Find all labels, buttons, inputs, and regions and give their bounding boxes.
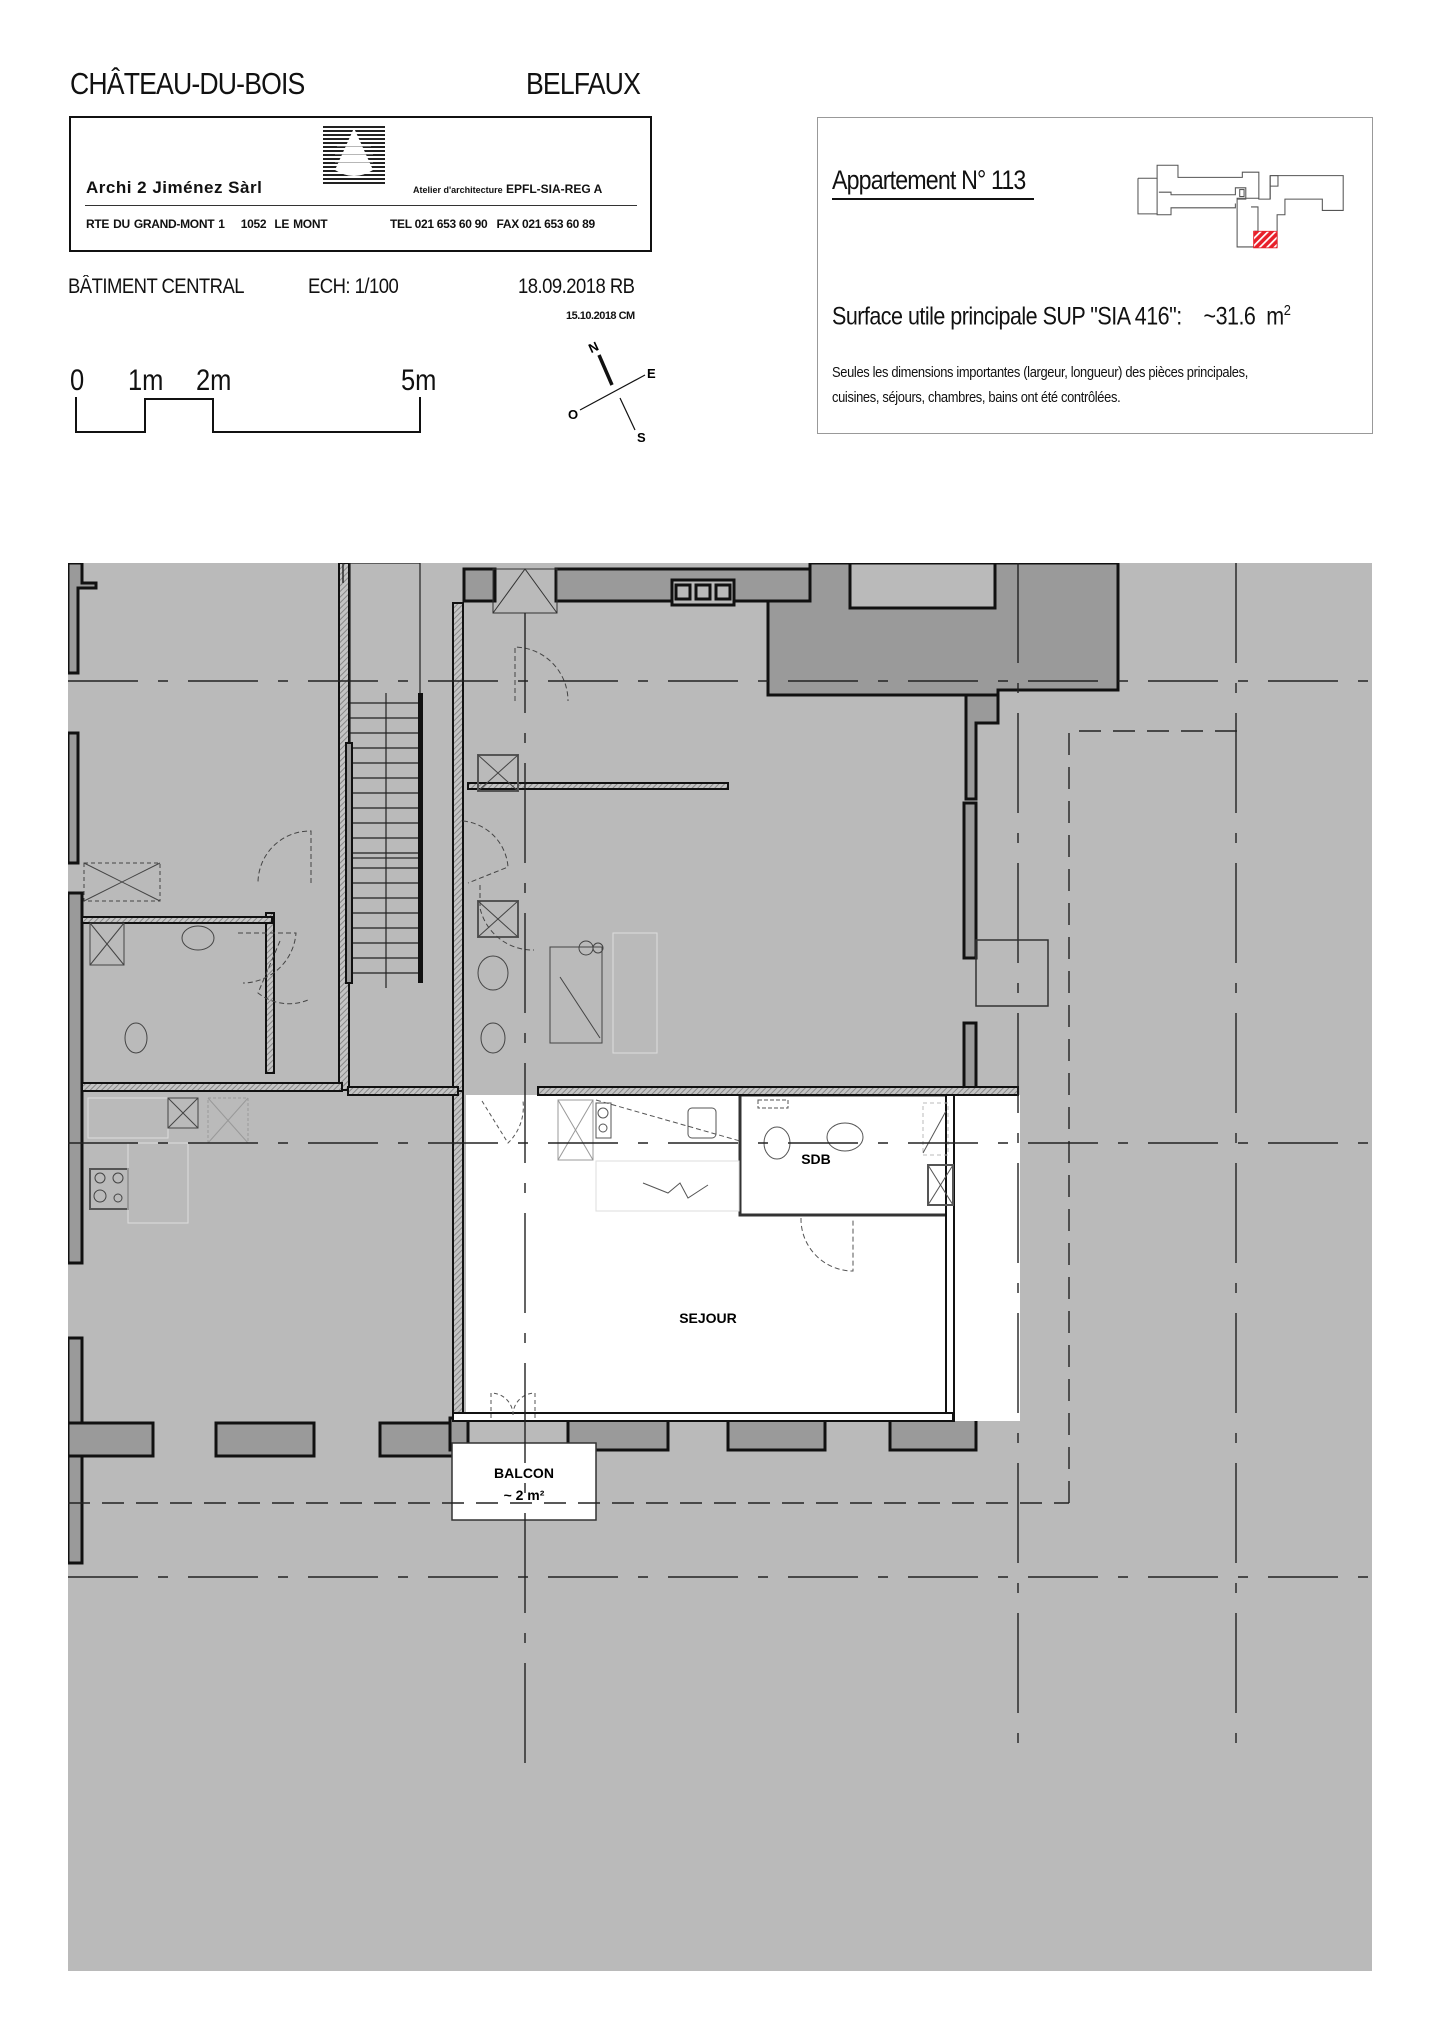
firm-atelier: Atelier d'architecture EPFL-SIA-REG A — [413, 182, 602, 196]
room-label-balcon-area: ~ 2 m² — [504, 1487, 545, 1503]
firm-divider — [85, 205, 637, 206]
apartment-title-underline — [832, 198, 1034, 200]
firm-name: Archi 2 Jiménez Sàrl — [86, 178, 263, 197]
scale-label-2m: 2m — [196, 364, 232, 397]
project-title: CHÂTEAU-DU-BOIS — [70, 66, 305, 101]
key-plan-thumbnail — [1137, 164, 1344, 249]
surface-line: Surface utile principale SUP "SIA 416": … — [832, 302, 1291, 331]
firm-cartouche — [69, 116, 652, 252]
firm-atelier-prefix: Atelier d'architecture — [413, 185, 503, 195]
room-label-sdb: SDB — [801, 1151, 831, 1167]
dimensions-note: Seules les dimensions importantes (large… — [832, 360, 1248, 410]
scale-label-1m: 1m — [128, 364, 164, 397]
drawing-date: 18.09.2018 RB — [518, 275, 635, 298]
room-balcon — [451, 1442, 597, 1521]
room-label-balcon: BALCON — [494, 1465, 554, 1481]
room-sdb — [738, 1093, 954, 1217]
scale-label-5m: 5m — [401, 364, 437, 397]
compass-east-label: E — [647, 366, 656, 381]
firm-phone-fax: TEL 021 653 60 90 FAX 021 653 60 89 — [390, 217, 595, 231]
surface-label: Surface utile principale SUP "SIA 416": — [832, 302, 1182, 331]
note-line-1: Seules les dimensions importantes (large… — [832, 364, 1248, 381]
triangle-striped-logo-icon — [323, 126, 385, 184]
project-location: BELFAUX — [526, 66, 641, 101]
revision-date: 15.10.2018 CM — [566, 310, 635, 322]
scale-label-0: 0 — [70, 364, 85, 397]
firm-atelier-suffix: EPFL-SIA-REG A — [506, 182, 603, 196]
surface-unit-exponent: 2 — [1283, 302, 1291, 319]
room-label-sejour: SEJOUR — [679, 1310, 737, 1326]
apartment-highlight — [1253, 230, 1278, 249]
apartment-info-box — [817, 117, 1373, 434]
compass-north-label: N — [586, 338, 601, 356]
apartment-title: Appartement N° 113 — [832, 165, 1026, 195]
scale-bar-graphic — [75, 397, 421, 433]
compass-south-label: S — [637, 430, 646, 445]
floor-plan: SEJOUR SDB BALCON ~ 2 m² — [68, 563, 1372, 1971]
firm-address: RTE DU GRAND-MONT 1 1052 LE MONT — [86, 217, 328, 231]
building-name: BÂTIMENT CENTRAL — [68, 275, 245, 298]
surface-value: ~31.6 m — [1203, 302, 1285, 331]
drawing-scale: ECH: 1/100 — [308, 275, 399, 298]
compass-west-label: O — [568, 407, 578, 422]
note-line-2: cuisines, séjours, chambres, bains ont é… — [832, 389, 1121, 406]
compass-rose-icon: N E S O — [568, 338, 656, 445]
